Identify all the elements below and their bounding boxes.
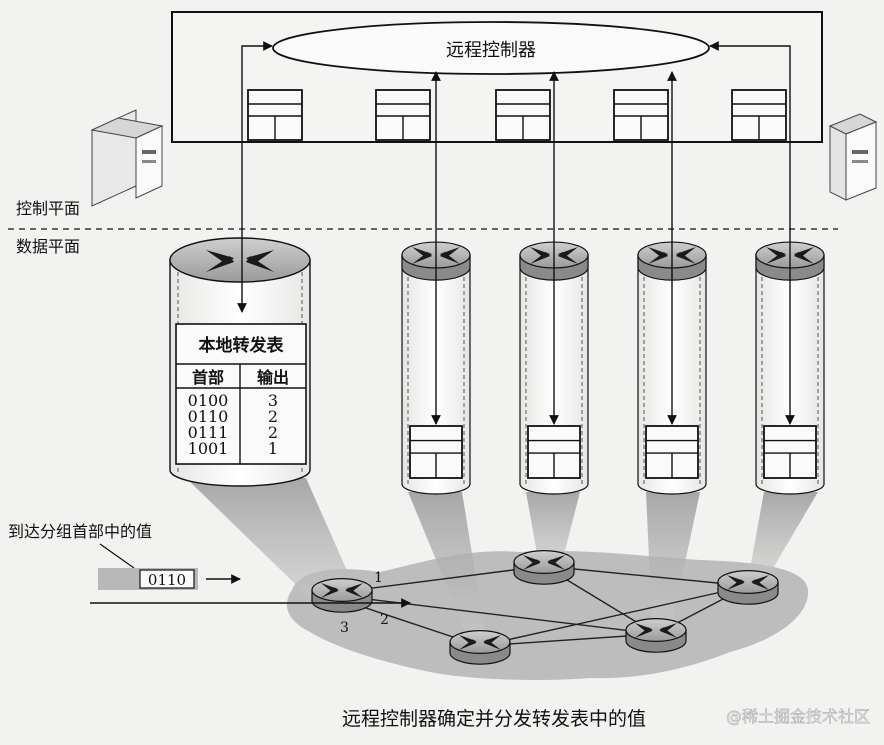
beam-2 bbox=[408, 492, 486, 642]
remote-controller-ellipse bbox=[272, 21, 710, 75]
cylinder-router-icon-3 bbox=[637, 241, 707, 281]
watermark: @稀土掘金技术社区 bbox=[726, 707, 870, 726]
local-table-row-header: 1001 bbox=[188, 439, 229, 458]
remote-controller-label: 远程控制器 bbox=[446, 40, 536, 61]
beam-left bbox=[186, 478, 360, 608]
controller-table-icon-2 bbox=[375, 89, 431, 141]
network-routers bbox=[311, 549, 779, 665]
control-plane-label: 控制平面 bbox=[16, 199, 80, 218]
controller-table-icon-4 bbox=[613, 89, 669, 141]
controller-table-icon-5 bbox=[731, 89, 787, 141]
local-table-title: 本地转发表 bbox=[199, 335, 285, 356]
router-right bbox=[717, 569, 779, 605]
cylinder-table-icon-2 bbox=[527, 425, 581, 479]
cylinder-table-icon-4 bbox=[763, 425, 817, 479]
beam-4 bbox=[646, 492, 700, 624]
local-table-row-header: 0111 bbox=[188, 423, 229, 442]
local-table-col-header: 首部 bbox=[192, 368, 224, 387]
cylinder-table-icon-3 bbox=[645, 425, 699, 479]
forwarding-cylinders bbox=[401, 241, 825, 495]
figure-caption: 远程控制器确定并分发转发表中的值 bbox=[342, 708, 646, 730]
local-table-row-output: 2 bbox=[268, 423, 278, 442]
controller-table-icon-3 bbox=[495, 89, 551, 141]
packet-header-box bbox=[139, 569, 195, 589]
controller-table-icon-1 bbox=[247, 89, 303, 141]
port-label-3: 3 bbox=[340, 620, 349, 636]
port-label-2: 2 bbox=[380, 612, 389, 628]
local-table-row-output: 3 bbox=[268, 391, 278, 410]
local-table-row-output: 2 bbox=[268, 407, 278, 426]
cylinder-table-icon-1 bbox=[409, 425, 463, 479]
server-icon-left bbox=[90, 109, 164, 207]
packet-header-value: 0110 bbox=[148, 571, 186, 589]
control-arrows bbox=[237, 41, 795, 425]
local-table-col-output: 输出 bbox=[257, 368, 289, 387]
router-top bbox=[513, 549, 575, 585]
port-label-1: 1 bbox=[374, 570, 383, 586]
data-plane-label: 数据平面 bbox=[16, 237, 80, 256]
beam-5 bbox=[748, 492, 818, 580]
server-icon-right bbox=[828, 113, 878, 201]
router-ingress bbox=[311, 577, 373, 613]
local-table-row-output: 1 bbox=[268, 439, 278, 458]
packet-caption: 到达分组首部中的值 bbox=[8, 522, 152, 541]
local-table-row-header: 0100 bbox=[188, 391, 229, 410]
local-table-row-header: 0110 bbox=[188, 407, 229, 426]
router-bottom bbox=[449, 629, 511, 665]
packet-caption-leader bbox=[99, 543, 135, 569]
router-center bbox=[625, 617, 687, 653]
local-forwarding-table: 本地转发表 首部 输出 0100 3 0110 2 0111 2 1001 1 bbox=[175, 323, 307, 465]
